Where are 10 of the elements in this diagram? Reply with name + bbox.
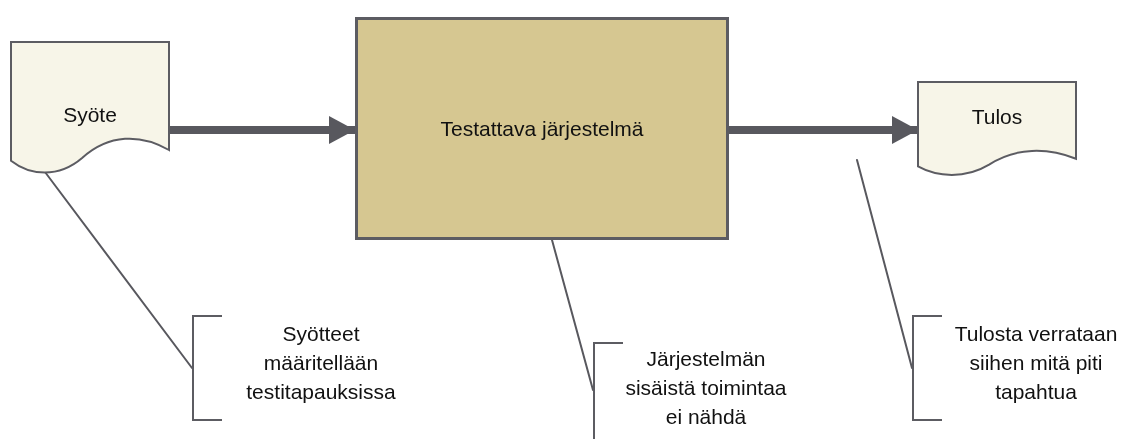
leader-line xyxy=(44,171,193,369)
leader-line xyxy=(551,239,594,391)
system-box xyxy=(355,17,729,240)
node-label: Järjestelmän sisäistä toimintaa ei nähdä xyxy=(624,346,788,430)
node-label: Syöte xyxy=(63,102,117,128)
leader-line xyxy=(856,159,913,369)
node-label: Tulosta verrataan siihen mitä piti tapahtua xyxy=(953,321,1119,405)
node-label: Syötteet määritellään testitapauksissa xyxy=(245,321,397,405)
node-label: Testattava järjestelmä xyxy=(440,116,644,142)
node-label: Tulos xyxy=(971,104,1023,130)
